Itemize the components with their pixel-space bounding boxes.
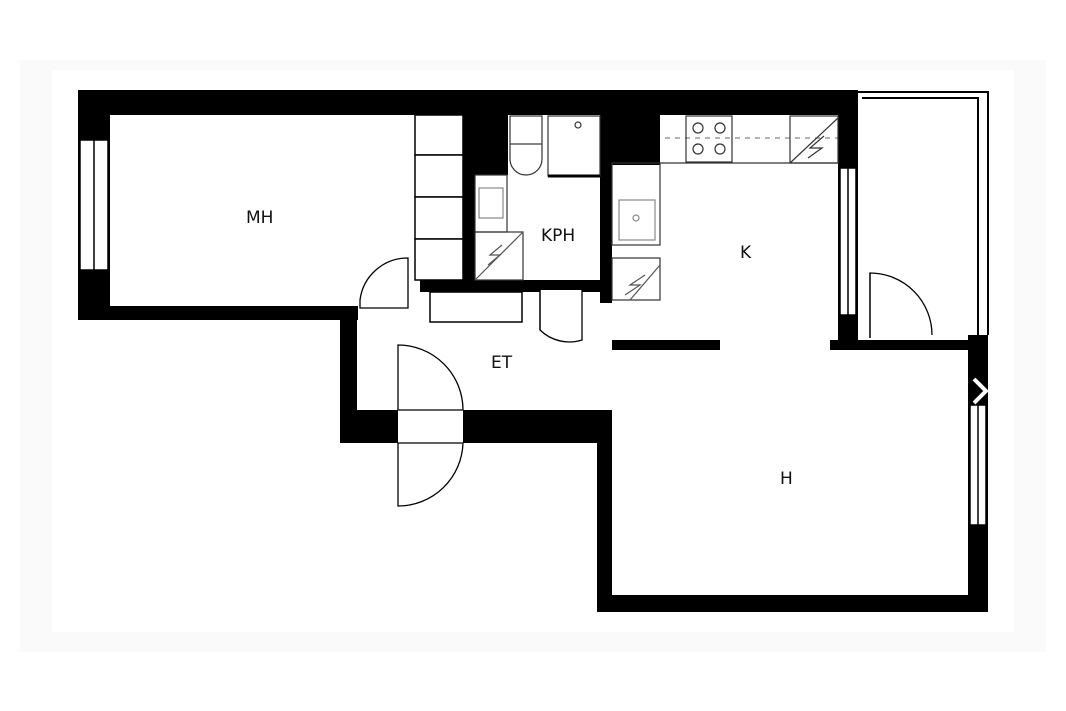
room-label-kph: KPH	[541, 226, 575, 246]
room-label-mh: MH	[246, 208, 273, 228]
room-label-k: K	[740, 243, 752, 263]
wardrobes	[414, 114, 523, 323]
chevron-right-icon	[972, 377, 989, 405]
next-image-button[interactable]	[964, 374, 998, 408]
windows	[79, 139, 987, 526]
kitchen-fixtures	[660, 115, 839, 164]
openings	[358, 306, 463, 443]
room-label-h: H	[780, 469, 793, 489]
walls	[78, 90, 988, 612]
bathroom-fixtures	[474, 115, 661, 301]
room-label-et: ET	[491, 353, 513, 373]
doors	[359, 257, 933, 507]
balcony	[858, 91, 989, 335]
